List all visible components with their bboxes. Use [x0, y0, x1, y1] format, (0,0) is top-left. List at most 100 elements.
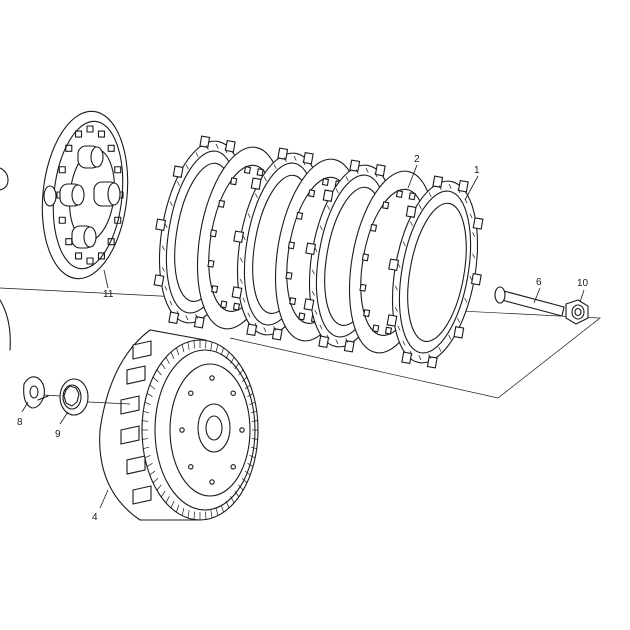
plate-tab	[231, 286, 243, 299]
lining-groove	[242, 297, 246, 303]
lining-groove	[293, 155, 297, 161]
leader-lines	[21, 164, 585, 509]
lining-groove	[273, 164, 277, 170]
gear-tooth	[160, 490, 166, 498]
lining-groove	[302, 160, 306, 166]
gear-tooth	[215, 507, 219, 516]
gear-tooth	[230, 496, 235, 503]
plate-tab	[401, 351, 413, 365]
rivet-hole	[179, 427, 185, 433]
plate-tooth	[86, 257, 94, 265]
plate-tooth	[74, 130, 83, 138]
plate-tooth	[65, 238, 73, 246]
plate-tooth	[58, 166, 66, 174]
callout-8: 8	[17, 417, 23, 428]
plate-tooth	[114, 166, 122, 174]
gear-tooth	[165, 496, 170, 503]
plate-tab	[199, 135, 211, 148]
gear-tooth	[241, 376, 248, 383]
lining-groove	[161, 266, 165, 272]
lining-groove	[314, 309, 318, 315]
clutch-plate-stack	[153, 135, 484, 369]
lining-groove	[169, 201, 173, 207]
gear-tooth	[156, 369, 162, 376]
plate-tab	[302, 151, 314, 165]
plate-tab	[172, 165, 184, 178]
lining-groove	[394, 306, 398, 312]
plate-tab	[349, 159, 361, 172]
gear-tooth	[170, 500, 175, 509]
lining-groove	[205, 145, 209, 150]
callout-1: 1	[474, 165, 480, 176]
lining-groove	[326, 334, 330, 340]
plate-tab	[303, 298, 315, 311]
plate-inner-tooth	[217, 199, 226, 208]
lining-groove	[472, 232, 476, 238]
plate-inner-tooth	[230, 177, 238, 186]
lining-groove	[326, 205, 330, 211]
plate-tooth	[114, 216, 122, 224]
callout-6: 6	[536, 277, 542, 288]
plate-tab	[405, 205, 417, 218]
gear-tooth	[193, 340, 195, 349]
rivet-hole	[188, 390, 194, 396]
washer-part-8	[23, 376, 49, 409]
gear-tooth	[234, 362, 240, 370]
plate-tab	[153, 274, 165, 287]
plate-tab	[457, 179, 469, 193]
lining-groove	[469, 275, 473, 281]
plate-tab	[386, 314, 398, 327]
lining-groove	[457, 188, 461, 194]
lining-groove	[185, 315, 189, 321]
lining-groove	[195, 152, 199, 158]
plate-tab	[453, 326, 465, 339]
lining-groove	[374, 172, 378, 178]
gear-tooth	[230, 357, 235, 364]
plate-inner-rim	[407, 202, 467, 342]
nut-part-10	[565, 299, 589, 325]
lining-groove	[448, 334, 452, 340]
plate-inner-tooth	[395, 189, 404, 199]
plate-tab	[224, 139, 236, 153]
lining-groove	[448, 183, 452, 189]
lining-groove	[457, 317, 461, 323]
plate-tooth	[97, 130, 106, 138]
gear-tooth	[193, 511, 195, 520]
lining-groove	[311, 290, 315, 296]
gear-tooth	[181, 507, 185, 516]
plate-tab	[305, 242, 317, 255]
lining-groove	[428, 192, 432, 198]
lining-groove	[345, 176, 349, 182]
lining-groove	[311, 269, 315, 275]
lining-groove	[263, 327, 267, 333]
lining-groove	[402, 241, 406, 247]
lining-groove	[428, 354, 432, 359]
lining-groove	[254, 322, 258, 328]
gear-tooth	[187, 341, 190, 350]
plate-inner-tooth	[361, 253, 370, 262]
plate-tooth	[107, 238, 115, 246]
lining-groove	[409, 350, 413, 356]
callout-10: 10	[577, 278, 589, 289]
lining-groove	[355, 169, 359, 174]
plate-tab	[271, 328, 283, 341]
plate-inner-tooth	[220, 300, 228, 309]
plate-inner-tooth	[243, 165, 252, 175]
plate-tab	[426, 356, 438, 369]
lining-groove	[335, 339, 339, 345]
lining-groove	[319, 324, 323, 330]
plate-inner-tooth	[298, 312, 306, 321]
gear-tooth	[215, 344, 219, 353]
lining-groove	[263, 176, 267, 182]
callout-labels: 1 2 4 6 8 9 10 11	[17, 154, 589, 523]
gear-tooth	[165, 357, 170, 364]
callout-4: 4	[92, 512, 98, 523]
friction-lining	[398, 190, 472, 354]
plate-tooth	[58, 216, 66, 224]
rivet-hole	[188, 464, 194, 470]
gear-tooth	[146, 463, 153, 467]
plate-tooth	[74, 252, 83, 260]
plate-tooth	[107, 144, 115, 152]
plate-tooth	[65, 144, 73, 152]
